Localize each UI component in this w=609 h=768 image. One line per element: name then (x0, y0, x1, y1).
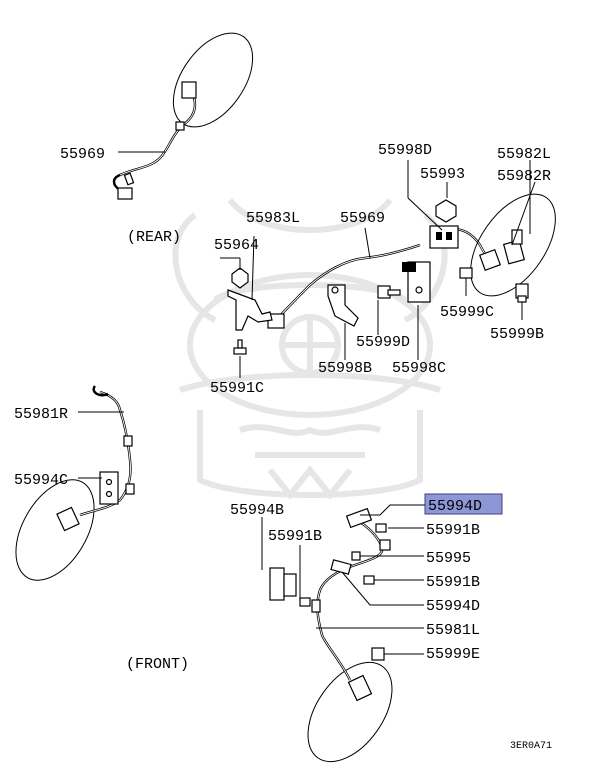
label-55969-mid: 55969 (340, 210, 385, 227)
diagram-code: 3ER0A71 (510, 741, 552, 752)
sensor-55982L (478, 248, 502, 272)
label-55993: 55993 (420, 166, 465, 183)
label-55999B: 55999B (490, 326, 544, 343)
label-front: (FRONT) (126, 656, 189, 673)
front-right-hub-outline (15, 479, 95, 581)
label-55999D: 55999D (356, 334, 410, 351)
label-55998D: 55998D (378, 142, 432, 159)
label-55994D: 55994D (426, 598, 480, 615)
front-left-hub-outline (307, 661, 393, 763)
label-55991C: 55991C (210, 380, 264, 397)
bolt-55991B-left (299, 597, 311, 607)
label-55994C: 55994C (14, 472, 68, 489)
label-rear: (REAR) (127, 229, 181, 246)
bracket-55994C (99, 471, 119, 505)
front-left-sensor-head (347, 674, 373, 702)
rear-sensor-head (181, 81, 197, 99)
label-55999C: 55999C (440, 304, 494, 321)
label-55981L: 55981L (426, 622, 480, 639)
front-right-sensor-head (56, 506, 80, 532)
bolt-55991C (233, 347, 247, 355)
label-55969-top: 55969 (60, 146, 105, 163)
bolt-55999E (371, 647, 385, 661)
label-55982L: 55982L (497, 146, 551, 163)
label-55998C: 55998C (392, 360, 446, 377)
rear-left-sensor-assembly (459, 193, 556, 303)
rear-sensor-connector (117, 187, 133, 200)
rear-sensor-assembly (112, 32, 254, 200)
clip-block-55998D (429, 225, 459, 249)
label-55991B-left: 55991B (268, 528, 322, 545)
label-55994D-highlight[interactable]: 55994D (428, 498, 482, 515)
label-55995: 55995 (426, 550, 471, 567)
label-55981R: 55981R (14, 406, 68, 423)
label-55991B-top: 55991B (426, 522, 480, 539)
label-55998B: 55998B (318, 360, 372, 377)
bracket-55994B (269, 567, 285, 601)
clip-55994D (330, 559, 352, 575)
bracket-55983L (227, 289, 273, 331)
bolt-55999C (459, 267, 473, 279)
front-left-sensor-assembly (269, 507, 393, 763)
label-55991B-mid: 55991B (426, 574, 480, 591)
grommet-55994D (345, 507, 373, 529)
bracket-55998B (327, 284, 359, 327)
bolt-55991B-mid (363, 575, 375, 585)
label-55999E: 55999E (426, 646, 480, 663)
highlight-55994D[interactable] (424, 493, 503, 515)
front-right-sensor-assembly (15, 385, 135, 581)
rear-left-hub-outline (470, 193, 556, 297)
rear-hub-outline (172, 32, 254, 128)
label-55983L: 55983L (246, 210, 300, 227)
clip-55995 (351, 551, 361, 561)
nut-55993 (435, 199, 457, 223)
label-55964: 55964 (214, 237, 259, 254)
bolt-55991B-top (375, 523, 387, 533)
label-55982R: 55982R (497, 168, 551, 185)
label-55994B: 55994B (230, 502, 284, 519)
